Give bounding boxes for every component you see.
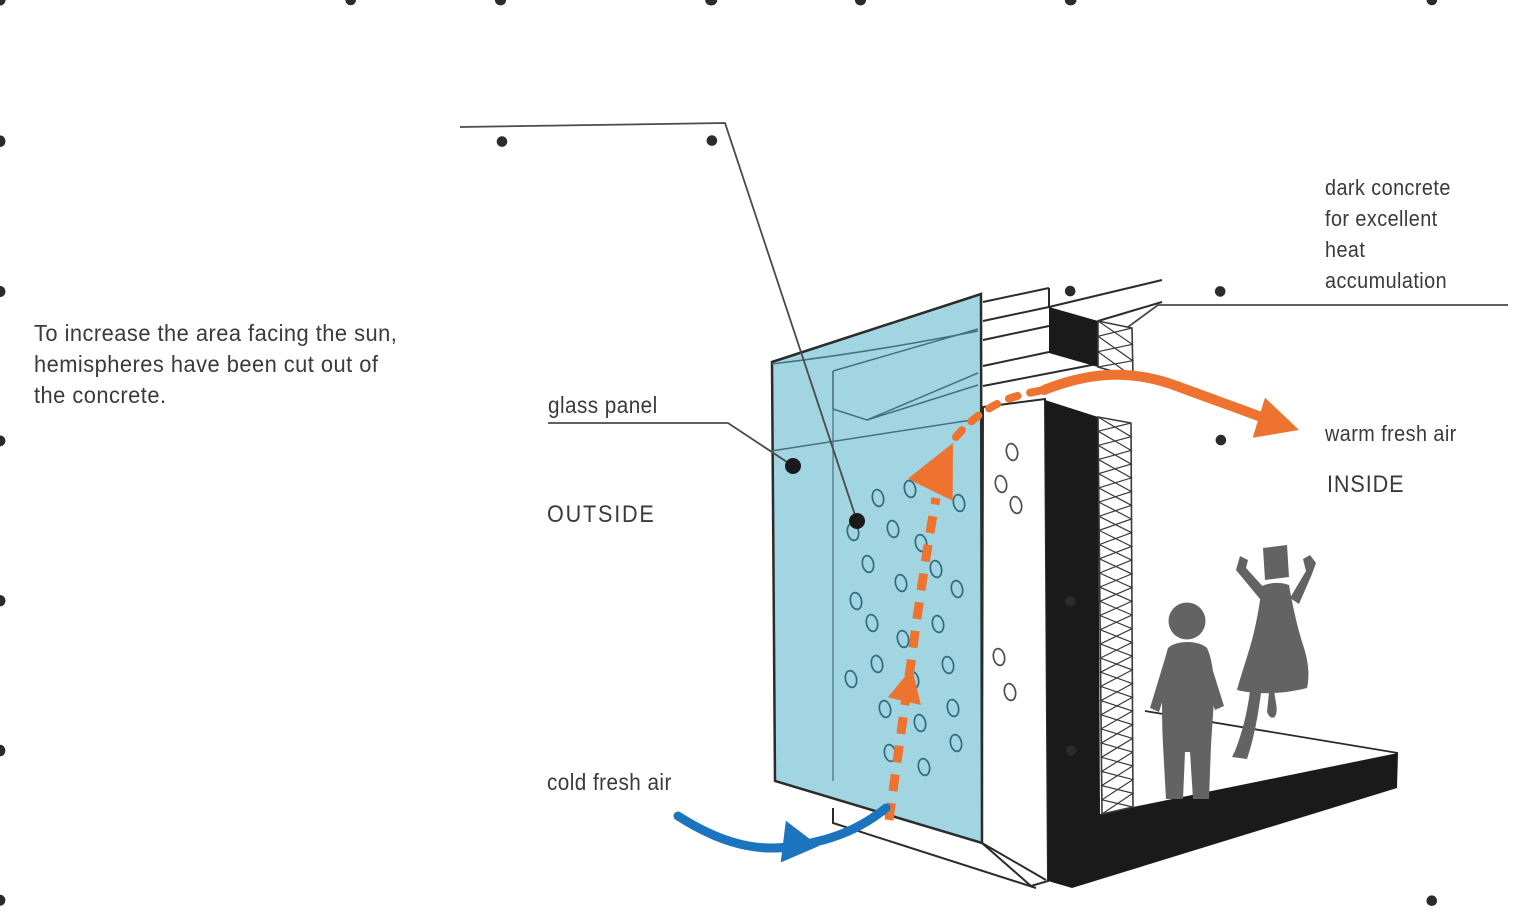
air-exit-dotdash-path (952, 386, 1048, 441)
outside-label: OUTSIDE (547, 501, 656, 528)
beam-top-edge (1097, 301, 1163, 322)
dark-concrete-label: dark concrete for excellent heat accumul… (1325, 172, 1451, 296)
people-silhouettes (1150, 545, 1316, 799)
cold-fresh-air-label: cold fresh air (547, 769, 672, 795)
dark-concrete-wall-and-floor-edge (1045, 400, 1398, 888)
cold-air-arrow-path (673, 803, 891, 853)
child-silhouette (1150, 602, 1224, 799)
glass-panel-group (770, 292, 984, 845)
caption-hemispheres: To increase the area facing the sun, hem… (34, 318, 397, 411)
beam-top-edge (1048, 279, 1163, 308)
insulation-zigzag-upper (1096, 320, 1135, 378)
caption-line: hemispheres have been cut out of (34, 351, 379, 377)
warm-fresh-air-label: warm fresh air (1325, 421, 1457, 446)
beam-underside-edge (982, 363, 1098, 387)
beam-edge (982, 351, 1050, 367)
beam-dark-concrete-section (1049, 307, 1098, 367)
dark-concrete-line: accumulation (1325, 268, 1448, 293)
dark-concrete-line: for excellent (1325, 206, 1438, 231)
caption-line: the concrete. (34, 382, 167, 408)
insulation-zigzag-lower (1096, 416, 1135, 815)
air-rise-arrowhead-small (887, 668, 921, 705)
glass-inner-lines (770, 328, 979, 781)
glass-panel-shape (770, 292, 984, 845)
beam-edge (982, 306, 1050, 322)
air-rise-arrowhead-large (907, 443, 953, 501)
beam-edge (982, 287, 1050, 303)
warm-air-arrowhead (1252, 397, 1299, 438)
hemispheres-leader-line (459, 122, 858, 522)
dark-concrete-leader-line (1127, 304, 1508, 328)
sill-step-line (832, 808, 1037, 889)
wall-bottom-edge (981, 842, 1047, 881)
air-flow-arrows (673, 369, 1299, 863)
cold-air-arrowhead (780, 820, 819, 863)
glass-panel-leader-dot (785, 458, 801, 474)
woman-silhouette (1232, 545, 1316, 759)
hemispheres-leader-dot (849, 513, 865, 529)
caption-line: To increase the area facing the sun, (34, 320, 398, 346)
dark-concrete-line: heat (1325, 237, 1366, 262)
warm-air-arrow-path (1039, 369, 1282, 428)
hemisphere-marks-on-wall (992, 442, 1023, 702)
glass-panel-leader-line (548, 422, 794, 467)
dark-concrete-line: dark concrete (1325, 175, 1451, 200)
air-rise-dashed-path (884, 497, 941, 821)
wall-outer-face (980, 397, 1050, 888)
callout-leader-lines (459, 122, 1508, 529)
glass-panel-label: glass panel (548, 392, 658, 418)
inside-label: INSIDE (1327, 471, 1405, 498)
beam-edge (982, 325, 1050, 341)
